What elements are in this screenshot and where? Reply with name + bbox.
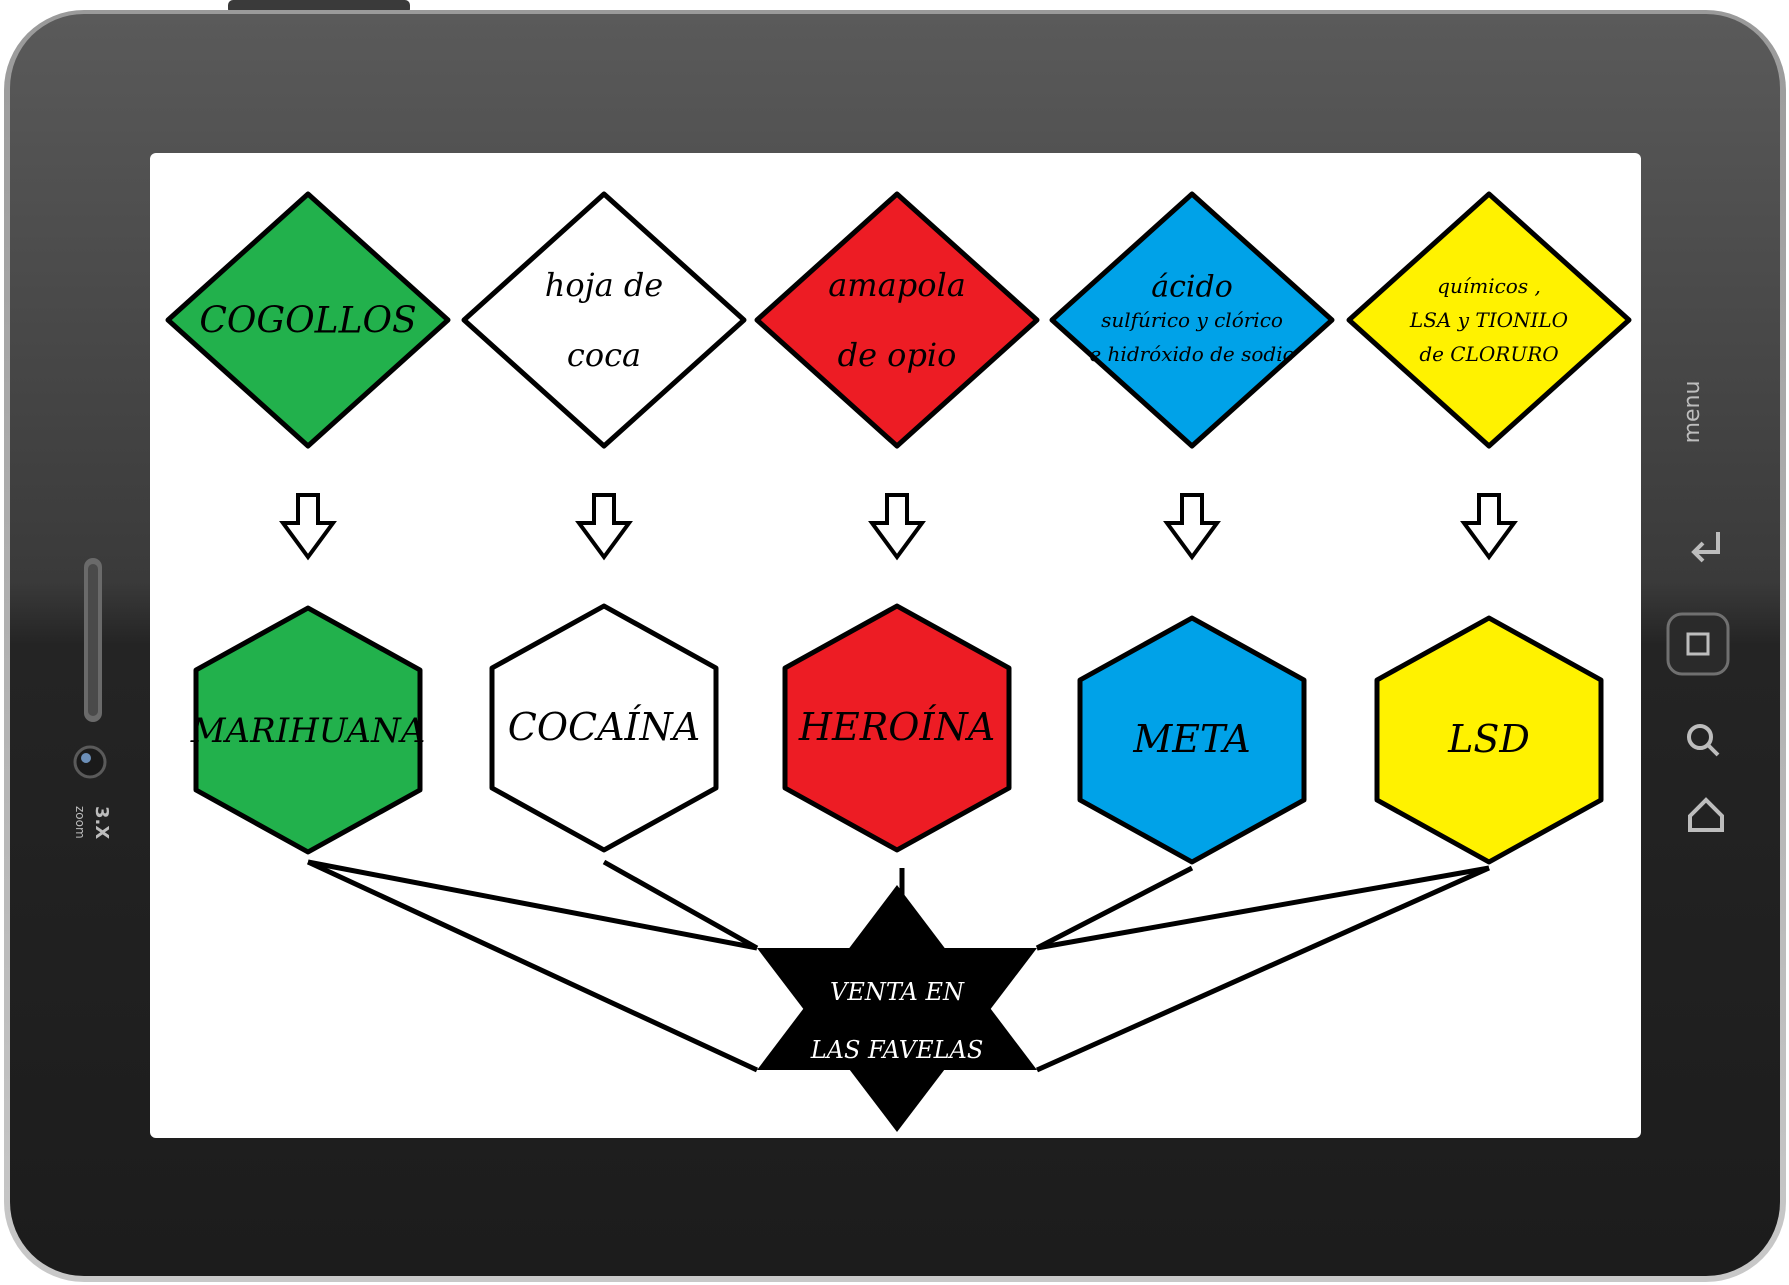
product-label: MARIHUANA	[190, 711, 426, 751]
connector-line	[1036, 865, 1490, 951]
diagram: COGOLLOS hoja de coca amapola de opio ácido su…	[165, 191, 1632, 1132]
zoom-label: 3.X	[91, 806, 112, 839]
source-diamond-1: COGOLLOS	[165, 191, 451, 449]
hub-label-line: LAS FAVELAS	[810, 1036, 984, 1064]
hub-label-line: VENTA EN	[830, 978, 965, 1006]
down-arrow-icon	[868, 493, 926, 561]
source-label-line: sulfúrico y clórico	[1101, 308, 1283, 332]
source-label-line: ácido	[1151, 270, 1233, 305]
menu-label: menu	[1680, 381, 1705, 444]
house-icon[interactable]	[1688, 797, 1724, 832]
source-label-line: e hidróxido de sodio	[1089, 342, 1294, 366]
source-label-line: hoja de	[545, 266, 663, 304]
connector-line	[306, 859, 759, 1073]
product-hexagon-3: HEROÍNA	[782, 603, 1012, 853]
hexagon-shape	[1077, 615, 1307, 865]
down-arrow-icon	[279, 493, 337, 561]
source-diamond-4: ácido sulfúrico y clórico e hidróxido de s…	[1049, 191, 1335, 449]
back-icon[interactable]	[1691, 532, 1720, 563]
camera-lens	[73, 745, 107, 779]
product-hexagon-2: COCAÍNA	[489, 603, 719, 853]
diamond-shape	[165, 191, 451, 449]
product-label: LSD	[1447, 717, 1530, 761]
diamond-shape	[754, 191, 1040, 449]
hexagon-shape	[489, 603, 719, 853]
product-hexagon-5: LSD	[1374, 615, 1604, 865]
product-label: HEROÍNA	[798, 705, 995, 749]
product-label: COCAÍNA	[508, 705, 700, 749]
source-label-line: COGOLLOS	[199, 301, 416, 342]
hexagon-shape	[193, 605, 423, 855]
source-label-line: LSA y TIONILO	[1409, 308, 1568, 332]
connector-line	[1035, 865, 1491, 1073]
home-icon	[1686, 632, 1710, 656]
search-icon[interactable]	[1687, 724, 1720, 757]
connector-line	[1035, 865, 1194, 951]
zoom-sublabel: zoom	[73, 806, 87, 839]
diamond-shape	[1346, 191, 1632, 449]
product-hexagon-1: MARIHUANA	[190, 605, 426, 855]
star-triangle-down	[757, 948, 1037, 1132]
down-arrow-icon	[1163, 493, 1221, 561]
connector-line	[602, 859, 759, 951]
source-label-line: coca	[567, 336, 641, 374]
diamond-shape	[461, 191, 747, 449]
hub-star: VENTA EN LAS FAVELAS	[757, 885, 1037, 1132]
source-label-line: amapola	[828, 266, 966, 304]
source-diamond-2: hoja de coca	[461, 191, 747, 449]
source-label-line: de CLORURO	[1419, 342, 1558, 366]
product-label: META	[1132, 717, 1250, 761]
hexagon-shape	[782, 603, 1012, 853]
source-label-line: químicos ,	[1437, 274, 1541, 298]
connector-line	[307, 859, 758, 951]
source-diamond-5: químicos , LSA y TIONILO de CLORURO	[1346, 191, 1632, 449]
connector-lines	[306, 859, 1491, 1073]
hexagon-shape	[1374, 615, 1604, 865]
product-hexagon-4: META	[1077, 615, 1307, 865]
source-diamond-3: amapola de opio	[754, 191, 1040, 449]
source-label-line: de opio	[838, 336, 957, 374]
diamond-shape	[1049, 191, 1335, 449]
down-arrow-icon	[575, 493, 633, 561]
down-arrow-icon	[1460, 493, 1518, 561]
home-button[interactable]	[1666, 612, 1730, 676]
